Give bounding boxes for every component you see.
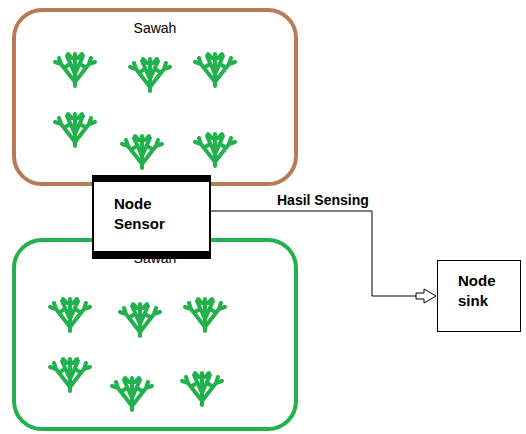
sensor-box: Node Sensor (92, 175, 211, 259)
sink-box: Node sink (437, 260, 521, 332)
connector-line (211, 211, 417, 296)
node-text: Node Sensor (114, 194, 176, 234)
edge-label: Hasil Sensing (275, 192, 371, 208)
node-text: Sawah (16, 20, 294, 36)
field-box: Sawah (12, 8, 298, 186)
arrow-head (416, 289, 436, 303)
field-box: Sawah (12, 238, 298, 431)
node-text: Node sink (458, 271, 504, 311)
